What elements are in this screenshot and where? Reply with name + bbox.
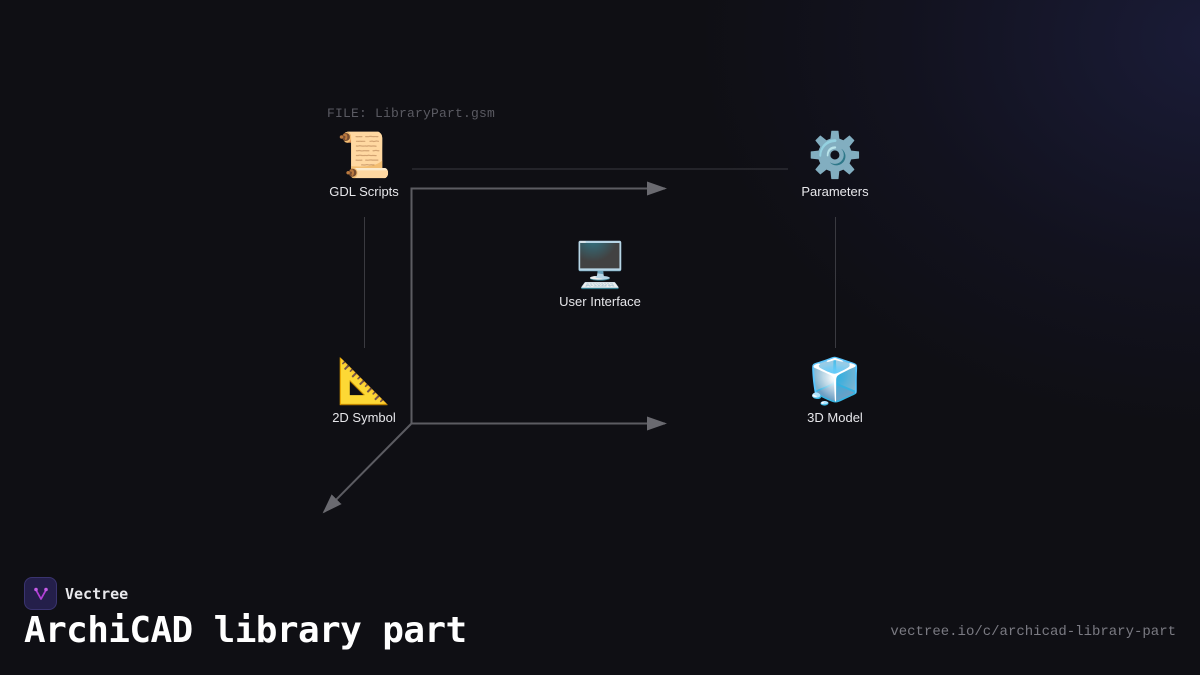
node-2d-symbol[interactable]: 📐 2D Symbol xyxy=(304,356,424,425)
node-label: 2D Symbol xyxy=(332,410,396,425)
triangular-ruler-icon: 📐 xyxy=(336,357,392,406)
z-axis-arrow xyxy=(322,423,412,514)
node-user-interface[interactable]: 🖥️ User Interface xyxy=(540,240,660,309)
page-url[interactable]: vectree.io/c/archicad-library-part xyxy=(890,624,1176,640)
file-label: FILE: LibraryPart.gsm xyxy=(327,106,496,121)
node-gdl-scripts[interactable]: 📜 GDL Scripts xyxy=(304,130,424,199)
gear-icon: ⚙️ xyxy=(807,131,863,180)
node-parameters[interactable]: ⚙️ Parameters xyxy=(775,130,895,199)
page-title: ArchiCAD library part xyxy=(24,610,467,651)
vectree-logo-icon xyxy=(24,577,57,610)
node-3d-model[interactable]: 🧊 3D Model xyxy=(775,356,895,425)
ice-cube-icon: 🧊 xyxy=(807,357,863,406)
node-label: Parameters xyxy=(801,184,869,199)
y-axis-arrow xyxy=(410,181,667,424)
brand-name: Vectree xyxy=(65,584,129,603)
node-label: 3D Model xyxy=(807,410,863,425)
scroll-icon: 📜 xyxy=(336,131,392,180)
desktop-computer-icon: 🖥️ xyxy=(572,241,628,290)
node-label: GDL Scripts xyxy=(329,184,399,199)
brand[interactable]: Vectree xyxy=(24,577,128,610)
node-label: User Interface xyxy=(559,294,641,309)
